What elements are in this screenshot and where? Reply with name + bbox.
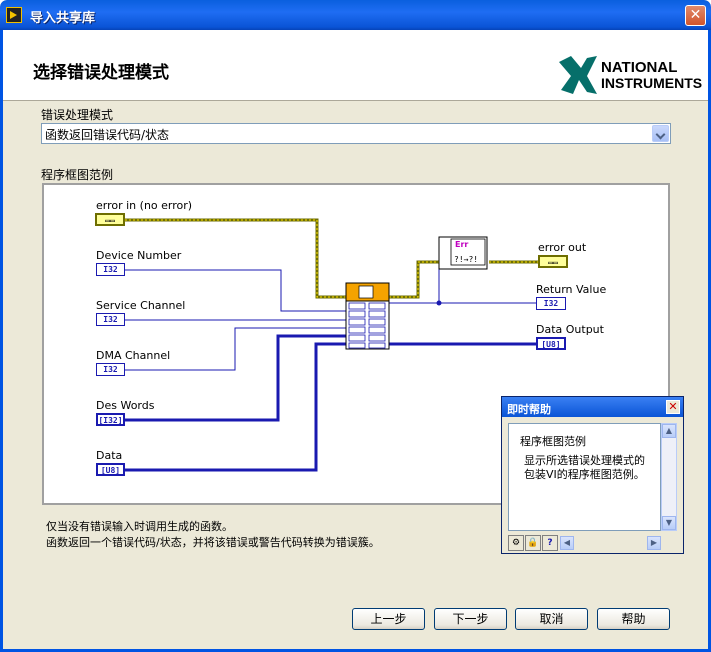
ni-logo: NATIONAL INSTRUMENTS: [557, 50, 703, 100]
context-help-title: 即时帮助: [507, 403, 551, 416]
label-data: Data: [96, 449, 123, 462]
context-help-window[interactable]: 即时帮助 ✕ 程序框图范例 显示所选错误处理模式的包装VI的程序框图范例。 ▲ …: [501, 396, 684, 554]
terminal-des-words[interactable]: [I32]: [96, 413, 125, 426]
note-line-1: 仅当没有错误输入时调用生成的函数。: [46, 520, 233, 533]
context-help-toolbar: ⚙ 🔒 ? ◀ ▶: [508, 535, 677, 551]
cancel-button[interactable]: 取消: [515, 608, 588, 630]
context-help-vscroll[interactable]: ▲ ▼: [661, 423, 677, 531]
label-service-channel: Service Channel: [96, 299, 186, 312]
window-frame-bottom: [0, 649, 711, 652]
page-title: 选择错误处理模式: [33, 63, 169, 83]
context-help-text: 显示所选错误处理模式的包装VI的程序框图范例。: [524, 454, 645, 481]
label-return-value: Return Value: [536, 283, 607, 296]
note-line-2: 函数返回一个错误代码/状态，并将该错误或警告代码转换为错误簇。: [46, 536, 380, 549]
next-button[interactable]: 下一步: [434, 608, 507, 630]
logo-text-instruments: INSTRUMENTS: [601, 75, 702, 91]
logo-text-national: NATIONAL: [601, 59, 677, 76]
diagram-label: 程序框图范例: [41, 168, 114, 182]
label-error-in: error in (no error): [96, 199, 193, 212]
window-frame-left: [0, 30, 3, 652]
window-title: 导入共享库: [30, 11, 96, 26]
mode-label: 错误处理模式: [41, 108, 114, 122]
terminal-return-value[interactable]: I32: [536, 297, 566, 310]
terminal-service-channel[interactable]: I32: [96, 313, 125, 326]
ni-eagle-icon: [559, 56, 597, 94]
labview-app-icon: [6, 7, 22, 23]
label-dma-channel: DMA Channel: [96, 349, 171, 362]
detail-view-icon[interactable]: ⚙: [508, 535, 524, 551]
scroll-down-icon[interactable]: ▼: [662, 516, 676, 530]
help-button[interactable]: 帮助: [597, 608, 670, 630]
close-icon[interactable]: ✕: [685, 5, 706, 26]
label-data-output: Data Output: [536, 323, 604, 336]
terminal-error-in[interactable]: ▭▭: [95, 213, 125, 226]
context-help-close-icon[interactable]: ✕: [666, 400, 680, 414]
label-error-out: error out: [538, 241, 587, 254]
context-help-heading: 程序框图范例: [520, 435, 586, 448]
error-mode-value: 函数返回错误代码/状态: [45, 128, 170, 142]
help-icon[interactable]: ?: [542, 535, 558, 551]
lock-icon[interactable]: 🔒: [525, 535, 541, 551]
context-help-body: 程序框图范例 显示所选错误处理模式的包装VI的程序框图范例。: [508, 423, 661, 531]
terminal-dma-channel[interactable]: I32: [96, 363, 125, 376]
chevron-down-icon[interactable]: [652, 125, 669, 142]
label-device-number: Device Number: [96, 249, 182, 262]
svg-text:?!→?!: ?!→?!: [454, 255, 478, 264]
title-bar[interactable]: 导入共享库 ✕: [0, 0, 711, 30]
wire-canvas: Err ?!→?!: [125, 218, 539, 472]
terminal-data[interactable]: [U8]: [96, 463, 125, 476]
scroll-left-icon[interactable]: ◀: [560, 536, 574, 550]
terminal-device-number[interactable]: I32: [96, 263, 125, 276]
svg-text:Err: Err: [455, 240, 468, 249]
wizard-header: 选择错误处理模式 NATIONAL INSTRUMENTS: [3, 30, 708, 101]
label-des-words: Des Words: [96, 399, 155, 412]
scroll-right-icon[interactable]: ▶: [647, 536, 661, 550]
error-mode-select[interactable]: 函数返回错误代码/状态: [41, 123, 671, 144]
terminal-data-output[interactable]: [U8]: [536, 337, 566, 350]
back-button[interactable]: 上一步: [352, 608, 425, 630]
scroll-up-icon[interactable]: ▲: [662, 424, 676, 438]
terminal-error-out[interactable]: ▭▭: [538, 255, 568, 268]
window-frame-right: [708, 30, 711, 652]
context-help-titlebar[interactable]: 即时帮助 ✕: [502, 397, 683, 417]
